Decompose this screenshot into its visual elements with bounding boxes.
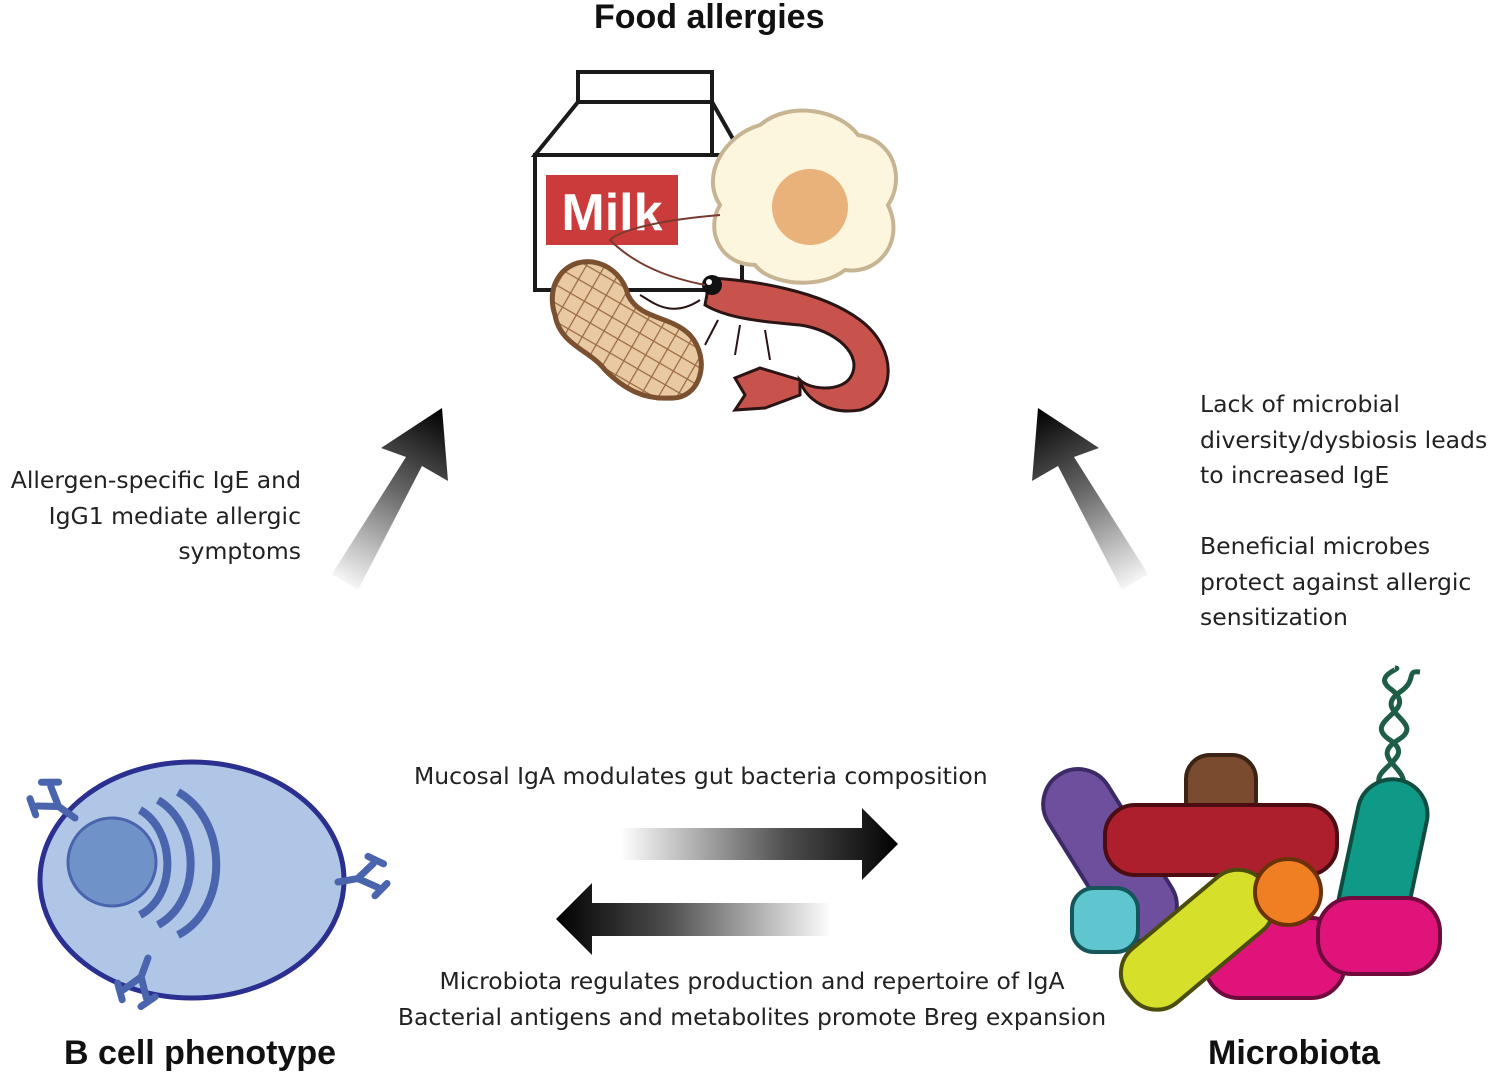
milk-carton-icon: Milk — [530, 70, 746, 295]
note-line: Lack of microbial — [1200, 390, 1400, 418]
microbiota-to-food-note-1: Lack of microbial diversity/dysbiosis le… — [1200, 387, 1487, 494]
arrow-microbiota-to-bcell — [556, 883, 832, 955]
note-line: Allergen-specific IgE and — [10, 466, 301, 494]
microbiota-title: Microbiota — [1208, 1034, 1380, 1072]
arrow-bcell-to-microbiota — [620, 808, 898, 880]
peanut-icon — [549, 259, 704, 401]
note-line: diversity/dysbiosis leads — [1200, 425, 1488, 454]
b-cell-phenotype-title: B cell phenotype — [64, 1034, 337, 1072]
milk-label: Milk — [561, 184, 662, 242]
note-line: symptoms — [178, 537, 301, 565]
shrimp-icon — [608, 214, 890, 413]
food-allergies-title: Food allergies — [594, 0, 825, 36]
microbiota-icon — [1041, 665, 1442, 1012]
note-line: Microbiota regulates production and repe… — [439, 967, 1065, 995]
note-line: sensitization — [1200, 603, 1348, 631]
food-allergens-illustration: Milk — [530, 70, 898, 413]
note-line: to increased IgE — [1200, 461, 1390, 489]
milk-label-box — [546, 175, 678, 245]
microbiota-to-bcell-note: Microbiota regulates production and repe… — [384, 964, 1120, 1035]
note-line: Mucosal IgA modulates gut bacteria compo… — [414, 762, 988, 790]
fried-egg-icon — [710, 108, 898, 285]
b-cell-icon — [24, 759, 389, 1010]
note-line: protect against allergic — [1200, 567, 1472, 596]
note-line: IgG1 mediate allergic — [48, 501, 301, 530]
arrow-bcell-to-food — [332, 408, 448, 590]
arrow-microbiota-to-food — [1032, 408, 1148, 590]
bcell-to-microbiota-note: Mucosal IgA modulates gut bacteria compo… — [414, 759, 988, 795]
note-line: Bacterial antigens and metabolites promo… — [397, 1002, 1107, 1031]
microbiota-to-food-note-2: Beneficial microbes protect against alle… — [1200, 529, 1471, 636]
note-line: Beneficial microbes — [1200, 532, 1431, 560]
bcell-to-food-note: Allergen-specific IgE and IgG1 mediate a… — [11, 463, 301, 570]
